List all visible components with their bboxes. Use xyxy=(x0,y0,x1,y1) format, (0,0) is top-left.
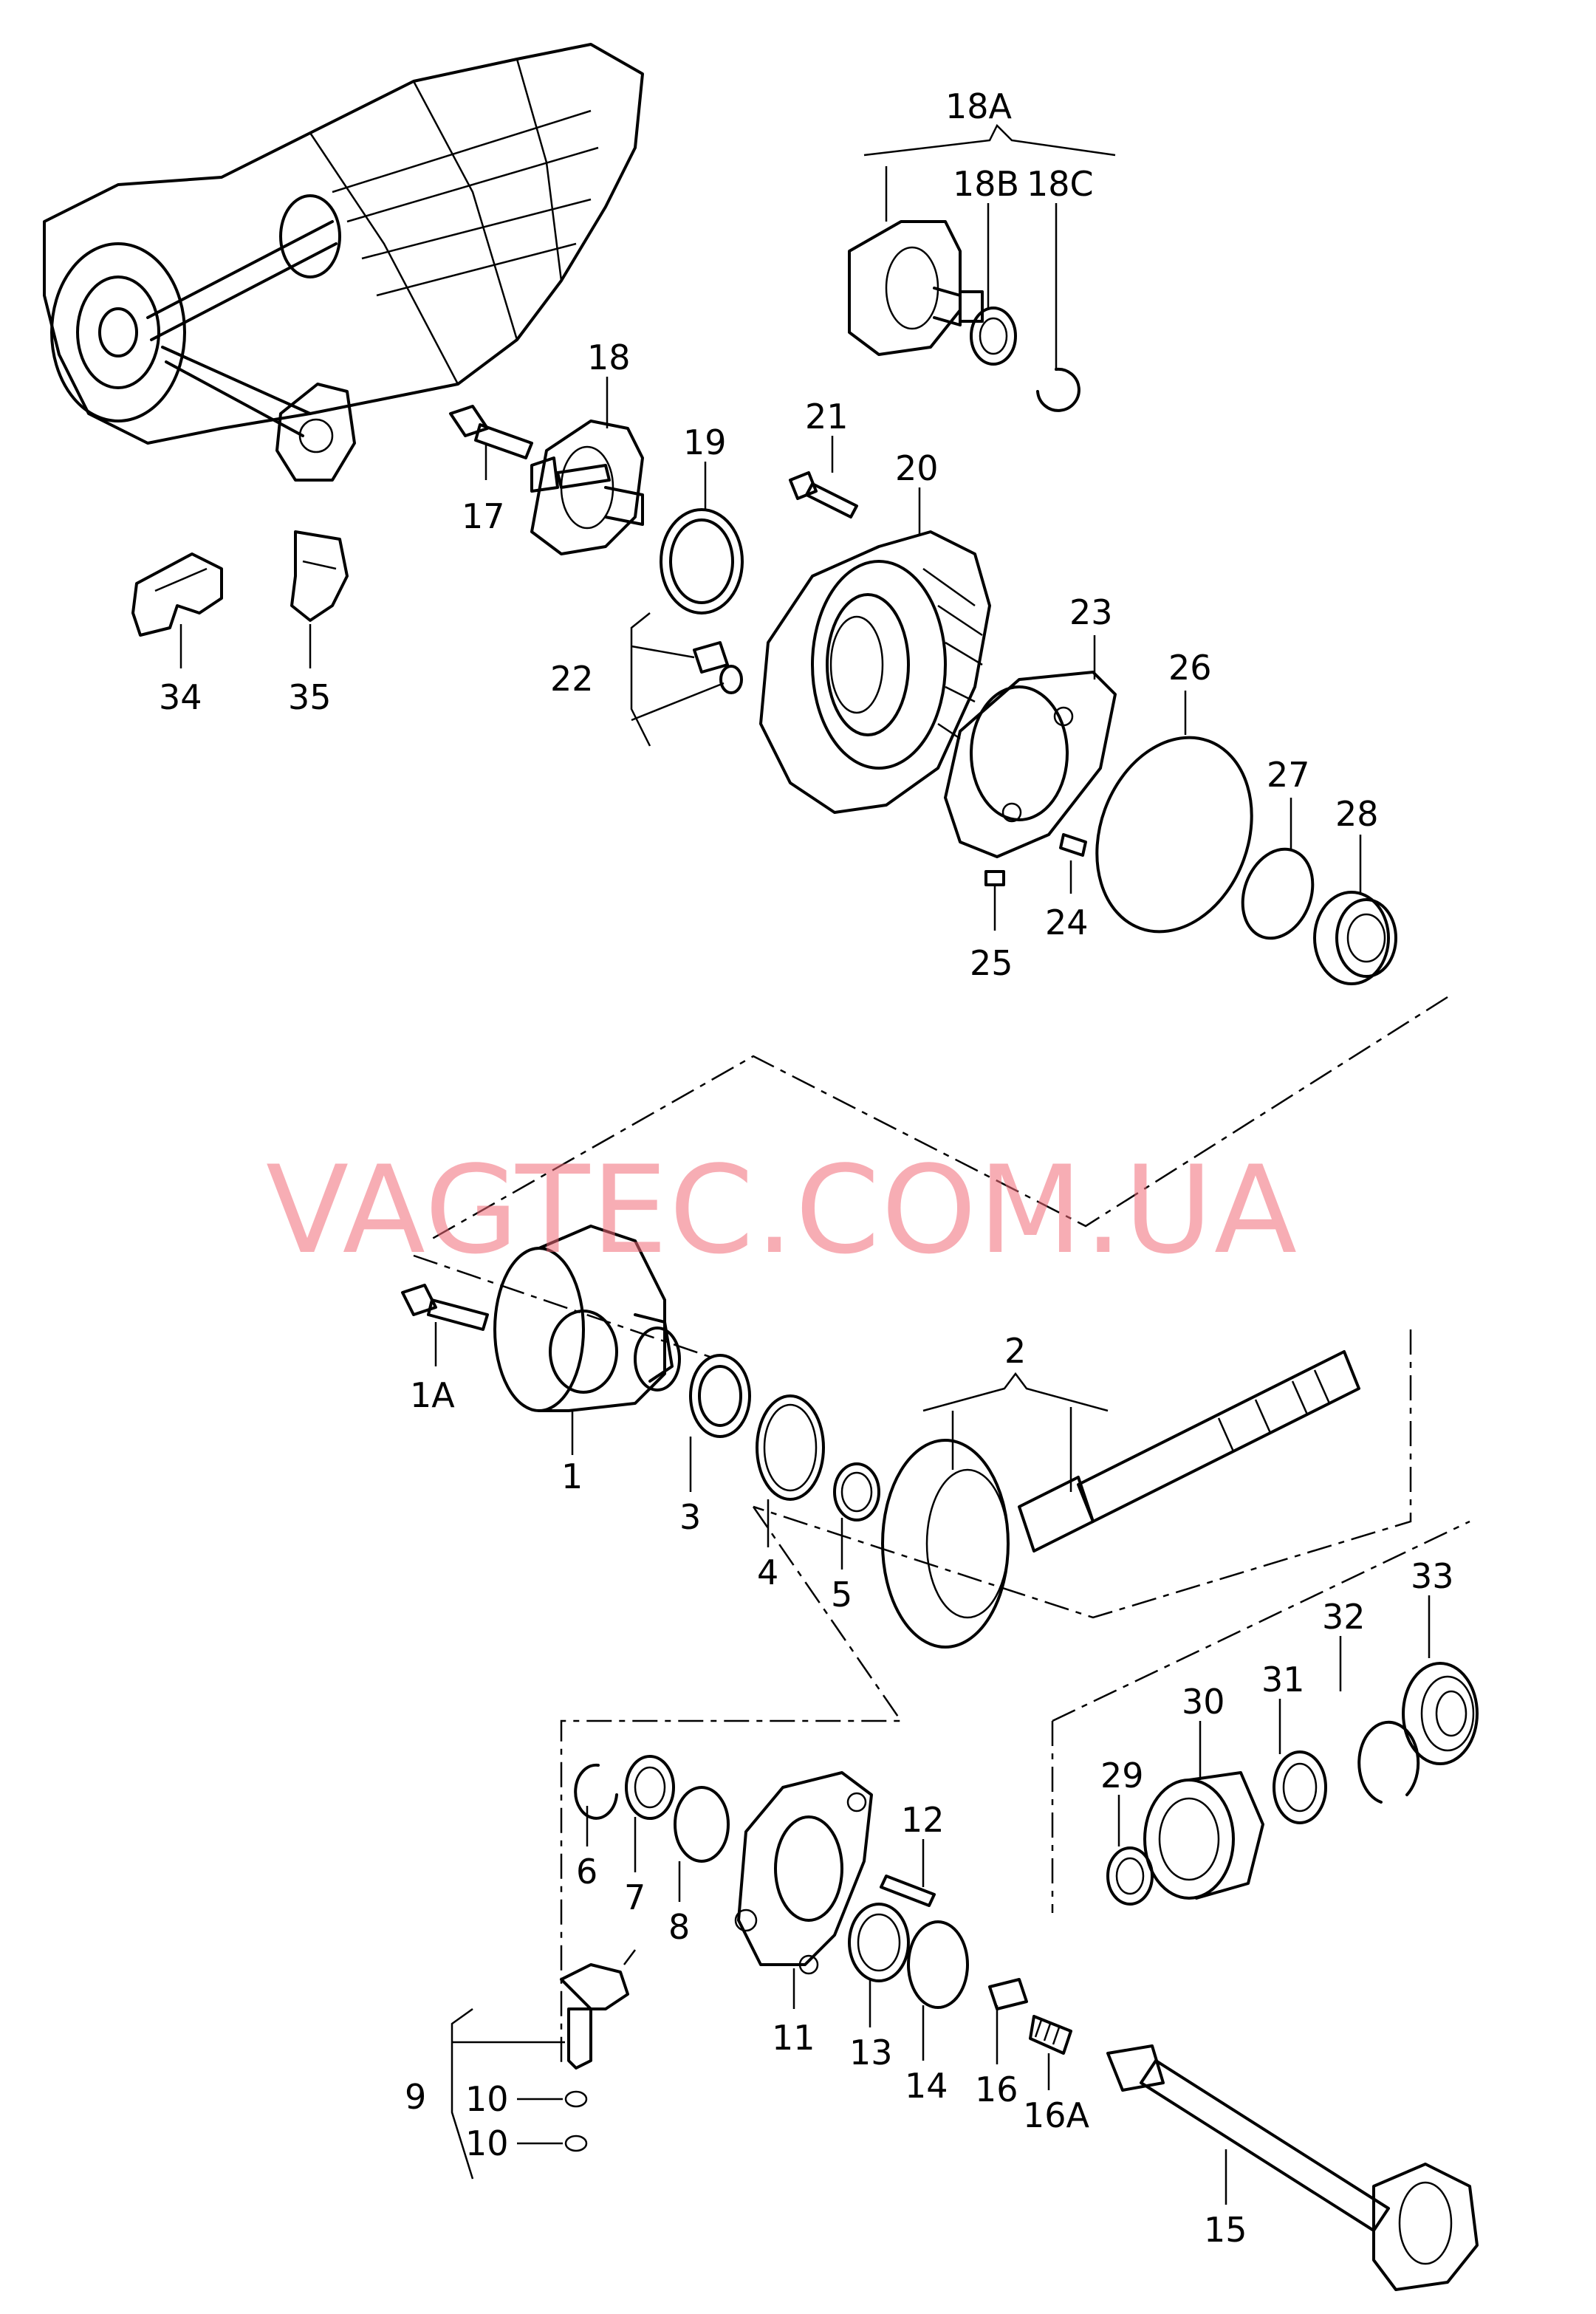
callout-18b: 18B xyxy=(953,164,1019,204)
shim-8-illustration xyxy=(674,1786,730,1863)
callout-21: 21 xyxy=(805,397,849,437)
bearing-31-illustration xyxy=(1273,1750,1327,1824)
transmission-overview-illustration xyxy=(43,43,644,482)
differential-housing-1-illustration xyxy=(493,1225,681,1412)
bolt-12-illustration xyxy=(880,1875,936,1907)
callout-27: 27 xyxy=(1267,755,1310,795)
callout-5: 5 xyxy=(831,1575,852,1615)
callout-4: 4 xyxy=(757,1553,778,1592)
callout-12: 12 xyxy=(901,1800,945,1840)
callout-10-upper: 10 xyxy=(465,2079,509,2119)
seal-ring-19-illustration xyxy=(660,508,744,615)
flange-18-illustration xyxy=(530,420,644,555)
circlip-6-illustration xyxy=(574,1763,618,1820)
sleeve-16-illustration xyxy=(988,1978,1028,2010)
bracket-35-illustration xyxy=(290,530,349,622)
bolt-21-illustration xyxy=(789,471,858,518)
circlip-32-illustration xyxy=(1357,1720,1420,1804)
callout-1a: 1A xyxy=(410,1375,455,1415)
callout-1: 1 xyxy=(561,1456,583,1496)
callout-18a: 18A xyxy=(945,86,1013,126)
callout-35: 35 xyxy=(288,677,332,717)
callout-30: 30 xyxy=(1182,1682,1225,1722)
sensor-9-illustration xyxy=(560,1949,636,2070)
cover-plate-23-illustration xyxy=(944,671,1117,858)
callout-11: 11 xyxy=(772,2018,815,2058)
callout-18c: 18C xyxy=(1027,164,1094,204)
callout-15: 15 xyxy=(1204,2210,1247,2250)
callout-labels: 18A 18B 18C 18 17 19 21 20 22 23 26 27 2… xyxy=(159,86,1454,2250)
callout-24: 24 xyxy=(1045,903,1089,942)
callout-33: 33 xyxy=(1411,1556,1454,1596)
callout-29: 29 xyxy=(1100,1756,1144,1796)
callout-10-lower: 10 xyxy=(465,2123,509,2163)
flange-housing-11-illustration xyxy=(734,1771,873,1975)
callout-23: 23 xyxy=(1069,592,1113,632)
callout-17: 17 xyxy=(462,496,505,536)
callout-26: 26 xyxy=(1168,648,1212,688)
callout-2: 2 xyxy=(1004,1331,1026,1371)
coupling-30-illustration xyxy=(1143,1771,1264,1900)
callout-3: 3 xyxy=(679,1497,701,1537)
washer-29-illustration xyxy=(1106,1846,1154,1906)
callout-32: 32 xyxy=(1322,1597,1366,1637)
callout-16a: 16A xyxy=(1023,2095,1090,2135)
seal-13-illustration xyxy=(848,1903,910,1982)
shim-ring-4-illustration xyxy=(756,1394,825,1501)
callout-34: 34 xyxy=(159,677,202,717)
plug-22-illustration xyxy=(693,641,743,694)
seal-33-illustration xyxy=(1402,1662,1479,1765)
callout-7: 7 xyxy=(624,1877,645,1917)
ring-14-illustration xyxy=(907,1920,969,2009)
ring-27-illustration xyxy=(1241,847,1315,940)
spring-16a-illustration xyxy=(1029,2015,1072,2055)
callout-18: 18 xyxy=(587,338,631,377)
callout-25: 25 xyxy=(970,943,1013,983)
bearing-3-illustration xyxy=(689,1354,751,1438)
output-shaft-15-illustration xyxy=(1106,2044,1479,2291)
bolt-24-illustration xyxy=(1059,833,1087,857)
bolt-17-illustration xyxy=(449,405,533,459)
ring-gear-pinion-2-illustration xyxy=(881,1350,1360,1649)
callout-8: 8 xyxy=(668,1907,690,1947)
watermark-text: VAGTEC.COM.UA xyxy=(266,1140,1298,1281)
callout-20: 20 xyxy=(895,448,939,488)
bolt-1a-illustration xyxy=(401,1284,489,1331)
bearing-28-illustration xyxy=(1313,891,1397,985)
callout-22: 22 xyxy=(550,659,594,699)
bearing-ring-5-illustration xyxy=(833,1462,880,1521)
callout-13: 13 xyxy=(849,2033,893,2072)
callout-14: 14 xyxy=(905,2066,948,2106)
bearing-7-illustration xyxy=(625,1755,675,1820)
o-ring-26-illustration xyxy=(1095,736,1253,934)
callout-19: 19 xyxy=(683,422,727,462)
callout-28: 28 xyxy=(1335,794,1379,834)
nut-25-illustration xyxy=(984,870,1005,886)
callout-31: 31 xyxy=(1261,1660,1305,1699)
washer-10-illustration xyxy=(564,2090,588,2152)
cover-20-illustration xyxy=(759,530,991,814)
callout-6: 6 xyxy=(576,1852,597,1892)
leader-lines xyxy=(179,123,1431,2205)
callout-9: 9 xyxy=(405,2077,426,2117)
callout-16: 16 xyxy=(975,2070,1018,2109)
clip-34-illustration xyxy=(131,552,223,637)
flange-18a-illustration xyxy=(848,220,1080,412)
